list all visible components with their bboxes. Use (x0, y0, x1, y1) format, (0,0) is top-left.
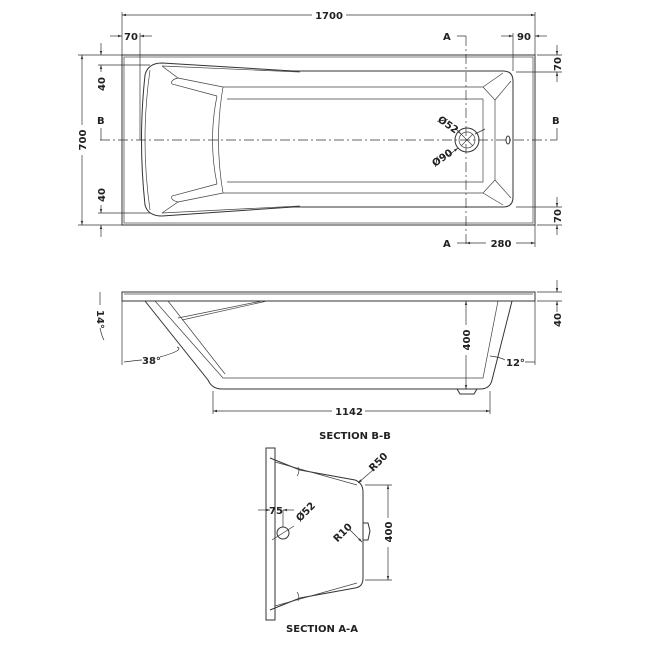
leader-line (349, 529, 363, 543)
ext-lines (537, 291, 562, 302)
dim-overall-length: 1700 (315, 11, 343, 22)
dim-waste-outer-dia: Ø90 (430, 147, 455, 170)
leader-line (448, 147, 459, 156)
leader-line (474, 128, 486, 135)
dim-head-top-offset: 40 (97, 77, 108, 91)
dim-depth: 400 (462, 330, 473, 351)
dim-overflow-dia: Ø52 (294, 500, 318, 524)
dim-overall-width: 700 (78, 130, 89, 151)
section-b-b: 400 40 1142 38° 14° 12° SECTION B-B (94, 280, 564, 442)
dim-foot-angle: 12° (506, 358, 525, 369)
leader-line (357, 469, 374, 484)
dim-backrest-angle: 14° (94, 310, 105, 329)
basin-rim-edge (141, 62, 514, 217)
angle-arc-38 (123, 346, 180, 363)
rim-section (121, 291, 536, 302)
dim-rim-thickness: 40 (553, 313, 564, 327)
section-b-right-label: B (552, 116, 560, 127)
dim-overflow-offset: 75 (269, 506, 283, 517)
section-b-left-label: B (97, 116, 105, 127)
dim-head-bottom-offset: 40 (97, 188, 108, 202)
basin-floor (227, 98, 484, 183)
dim-bottom-radius: R10 (332, 522, 355, 545)
waste-fitting (456, 388, 478, 395)
section-markers (100, 35, 558, 244)
dim-right-rim: 90 (517, 32, 531, 43)
ext-lines (98, 64, 150, 214)
angle-arc-14 (99, 292, 105, 341)
section-b-b-title: SECTION B-B (319, 431, 391, 442)
headrest-lines (161, 65, 301, 214)
dim-right-bottom-rim: 70 (553, 209, 564, 223)
dim-head-angle: 38° (142, 356, 161, 367)
basin-wall (223, 86, 496, 194)
leader-line (271, 525, 295, 541)
head-slope (161, 65, 224, 214)
ext-lines (121, 12, 536, 55)
section-a-bottom-label: A (443, 239, 451, 250)
tub-inner-lines (274, 461, 358, 607)
dim-depth: 400 (384, 522, 395, 543)
section-a-a-title: SECTION A-A (286, 624, 358, 635)
backrest-lines (177, 300, 268, 321)
dim-left-rim: 70 (124, 32, 138, 43)
angle-arc-12 (489, 355, 535, 363)
flange (265, 447, 276, 621)
section-a-a: 75 Ø52 400 R50 R10 SECTION A-A (258, 447, 395, 635)
dim-top-radius: R50 (367, 451, 390, 474)
dim-waste-offset: 280 (491, 239, 512, 250)
overflow-bump (363, 522, 371, 541)
plan-view: B B A A 1700 70 90 280 700 40 (78, 11, 564, 250)
dim-base-length: 1142 (335, 407, 363, 418)
section-a-top-label: A (443, 32, 451, 43)
foot-corners (482, 72, 512, 206)
dim-right-top-rim: 70 (553, 57, 564, 71)
ext-lines (516, 54, 562, 226)
tub-outer-profile (144, 300, 513, 390)
leader-line (454, 127, 462, 135)
ext-lines (121, 301, 536, 365)
tub-outer-profile (269, 457, 364, 611)
tub-inner-profile (154, 300, 499, 379)
